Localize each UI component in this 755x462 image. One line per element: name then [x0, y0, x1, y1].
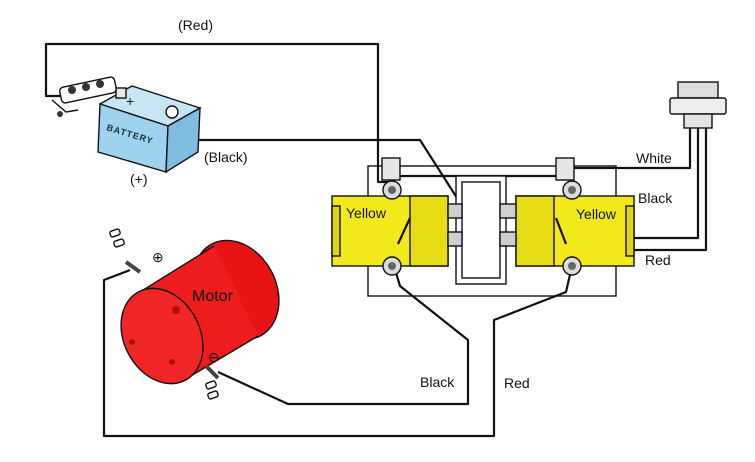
solenoid-left: Yellow [331, 157, 463, 276]
solenoid-left-label: Yellow [346, 205, 387, 221]
wire-top-red [44, 42, 390, 184]
motor: Motor ⊕ ⊖ [120, 239, 280, 385]
label-battery-black: (Black) [204, 149, 248, 165]
motor-positive-symbol: ⊕ [152, 249, 164, 265]
label-wire-white: White [636, 150, 672, 166]
control-switch-plug [669, 81, 727, 129]
battery-positive-terminal [115, 87, 127, 99]
motor-negative-symbol: ⊖ [208, 349, 220, 365]
label-wire-red-bottom: Red [504, 375, 530, 391]
label-wire-black-bottom: Black [420, 374, 455, 390]
label-battery-positive: (+) [130, 171, 148, 187]
solenoid-right: Yellow [499, 157, 635, 276]
solenoid-right-label: Yellow [576, 206, 617, 222]
wire-labels: (Red) (Black) (+) White Black Red Black … [130, 17, 673, 391]
wire-bottom-red [102, 265, 574, 438]
battery: + BATTERY [97, 85, 202, 174]
label-wire-black-right: Black [638, 190, 673, 206]
motor-label: Motor [192, 288, 234, 305]
wire-bottom-black [217, 265, 470, 406]
wire-white [568, 128, 692, 170]
battery-clamp-hardware [51, 76, 118, 117]
solenoid-frame [367, 165, 617, 297]
motor-terminal-hardware [109, 228, 219, 400]
battery-negative-terminal [165, 105, 179, 119]
battery-plus-sign: + [126, 93, 134, 109]
label-wire-red-right: Red [645, 252, 671, 268]
label-top-red: (Red) [178, 17, 213, 33]
